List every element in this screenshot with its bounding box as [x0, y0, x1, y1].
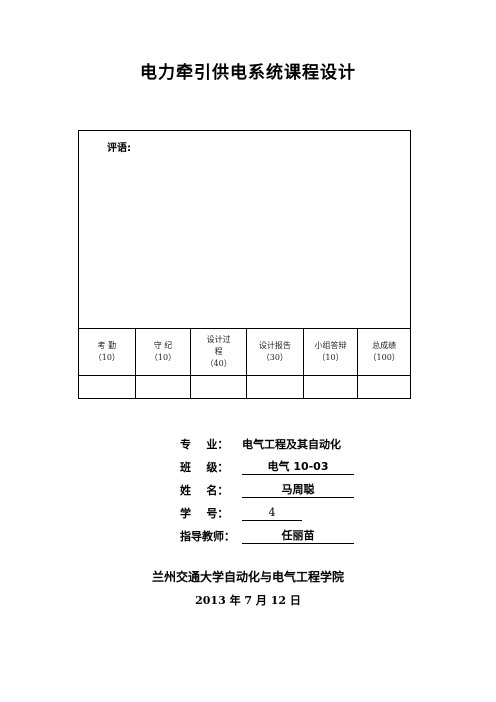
header-cell-design-report: 设计报告 （30）: [247, 329, 304, 375]
document-title: 电力牵引供电系统课程设计: [140, 63, 356, 83]
teacher-label: 指导教师：: [180, 530, 235, 543]
comment-area: 评语:: [79, 131, 410, 329]
header-cell-discipline: 守 纪 （10）: [136, 329, 192, 375]
score-header-row: 考 勤 （10） 守 纪 （10） 设计过程 （40） 设计报告 （30） 小组…: [79, 329, 410, 376]
student-id-label: 学 号：: [180, 507, 229, 520]
header-label: 考 勤: [97, 341, 117, 350]
info-row-teacher: 指导教师： 任丽苗: [180, 521, 380, 544]
major-label: 专 业：: [180, 438, 229, 451]
name-label: 姓 名：: [180, 484, 229, 497]
score-cell-design-report[interactable]: [247, 376, 304, 399]
score-cell-total-score[interactable]: [358, 376, 410, 399]
score-cell-discipline[interactable]: [136, 376, 192, 399]
header-points: （100）: [368, 353, 400, 362]
name-value: 马周聪: [242, 483, 354, 498]
score-cell-attendance[interactable]: [79, 376, 136, 399]
info-row-class: 班 级： 电气 10-03: [180, 452, 380, 475]
header-label: 小组答辩: [314, 341, 347, 350]
info-row-student-id: 学 号： 4: [180, 498, 380, 521]
student-id-value: 4: [242, 506, 302, 521]
document-date: 2013 年 7 月 12 日: [195, 594, 301, 607]
header-cell-group-defense: 小组答辩 （10）: [304, 329, 359, 375]
info-row-name: 姓 名： 马周聪: [180, 475, 380, 498]
header-label: 守 纪: [153, 341, 173, 350]
score-cell-group-defense[interactable]: [304, 376, 359, 399]
info-row-major: 专 业： 电气工程及其自动化: [180, 429, 380, 452]
header-points: （10）: [317, 353, 344, 362]
header-label: 设计过程: [206, 335, 231, 356]
comment-label: 评语:: [107, 143, 131, 154]
class-label: 班 级：: [180, 461, 229, 474]
header-points: （10）: [149, 353, 177, 362]
major-value: 电气工程及其自动化: [242, 438, 341, 451]
header-label: 总成绩: [372, 341, 397, 350]
school-name: 兰州交通大学自动化与电气工程学院: [151, 570, 344, 584]
header-points: （10）: [93, 353, 120, 362]
header-cell-total-score: 总成绩 （100）: [358, 329, 410, 375]
header-cell-design-process: 设计过程 （40）: [191, 329, 247, 375]
header-label: 设计报告: [258, 341, 291, 350]
student-info: 专 业： 电气工程及其自动化 班 级： 电气 10-03 姓 名： 马周聪 学 …: [180, 429, 380, 544]
header-points: （40）: [205, 359, 232, 368]
score-value-row: [79, 376, 410, 399]
header-points: （30）: [261, 353, 288, 362]
teacher-value: 任丽苗: [242, 529, 354, 544]
header-cell-attendance: 考 勤 （10）: [79, 329, 136, 375]
score-cell-design-process[interactable]: [191, 376, 247, 399]
class-value: 电气 10-03: [242, 460, 354, 475]
grading-table: 评语: 考 勤 （10） 守 纪 （10） 设计过程 （40） 设计报告 （30…: [78, 130, 411, 399]
